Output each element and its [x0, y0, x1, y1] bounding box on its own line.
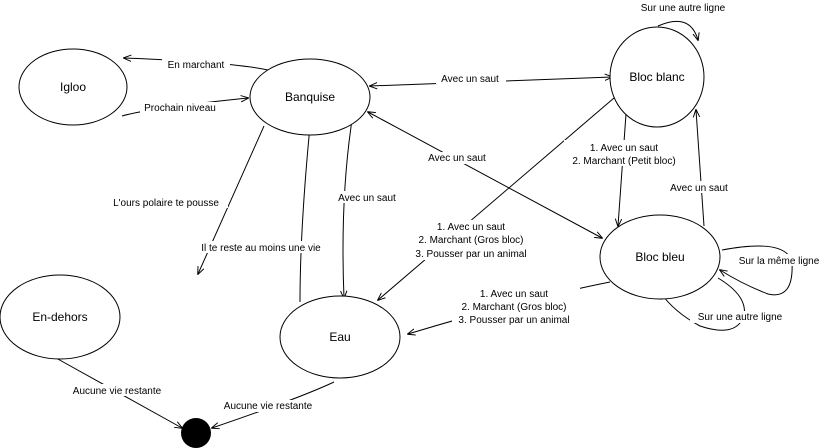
node-bloc-blanc[interactable]: Bloc blanc [609, 26, 705, 128]
edge-labels: En marchant Prochain niveau Avec un saut… [68, 2, 824, 412]
label-bloc-bleu-eau-1: 1. Avec un saut [480, 289, 548, 300]
label-bloc-bleu-self-same: Sur la même ligne [739, 256, 820, 267]
edge-bloc-bleu-bloc-blanc [696, 110, 705, 227]
node-eau[interactable]: Eau [279, 295, 401, 379]
edge-bloc-bleu-self-same [720, 245, 793, 296]
node-en-dehors-label: En-dehors [32, 310, 87, 324]
label-banquise-bloc-blanc: Avec un saut [441, 74, 499, 85]
label-bloc-blanc-bloc-bleu-1: 1. Avec un saut [590, 143, 658, 154]
node-banquise-label: Banquise [285, 90, 335, 104]
label-bloc-blanc-eau-2: 2. Marchant (Gros bloc) [418, 235, 523, 246]
edge-eau-banquise [299, 126, 310, 303]
label-banquise-igloo: En marchant [168, 60, 225, 71]
node-en-dehors[interactable]: En-dehors [0, 274, 121, 360]
label-banquise-en-dehors: L'ours polaire te pousse [113, 198, 219, 209]
label-bloc-blanc-bloc-bleu-2: 2. Marchant (Petit bloc) [572, 156, 675, 167]
label-eau-final: Aucune vie restante [224, 401, 313, 412]
edge-bloc-blanc-bloc-bleu [618, 113, 627, 226]
label-bloc-bleu-eau-2: 2. Marchant (Gros bloc) [461, 302, 566, 313]
node-igloo-label: Igloo [60, 80, 86, 94]
edge-banquise-bloc-bleu [368, 112, 602, 238]
label-banquise-bloc-bleu: Avec un saut [428, 153, 486, 164]
node-eau-label: Eau [329, 330, 350, 344]
node-banquise[interactable]: Banquise [249, 58, 371, 136]
final-state-dot [181, 418, 211, 448]
label-en-dehors-final: Aucune vie restante [73, 386, 162, 397]
node-bloc-bleu-label: Bloc bleu [635, 250, 684, 264]
edge-banquise-eau [343, 119, 353, 298]
nodes: Igloo Banquise Bloc blanc Bloc bleu En-d… [0, 26, 721, 448]
label-bloc-bleu-bloc-blanc: Avec un saut [670, 183, 728, 194]
edge-bloc-bleu-self-other [660, 277, 745, 331]
edges [55, 20, 793, 428]
label-banquise-eau: Avec un saut [338, 193, 396, 204]
label-bloc-blanc-eau-1: 1. Avec un saut [437, 222, 505, 233]
node-bloc-bleu[interactable]: Bloc bleu [599, 214, 721, 300]
label-bloc-bleu-eau-3: 3. Pousser par un animal [458, 315, 569, 326]
node-bloc-blanc-label: Bloc blanc [629, 70, 684, 84]
edge-bloc-blanc-eau [378, 97, 615, 300]
node-igloo[interactable]: Igloo [18, 48, 128, 126]
label-bloc-blanc-eau-3: 3. Pousser par un animal [415, 249, 526, 260]
label-bloc-bleu-self-other: Sur une autre ligne [698, 312, 783, 323]
label-bloc-blanc-self: Sur une autre ligne [641, 3, 726, 14]
edge-bloc-blanc-self [657, 20, 698, 40]
node-final-state[interactable] [181, 418, 211, 448]
label-igloo-banquise: Prochain niveau [144, 103, 216, 114]
label-eau-banquise: Il te reste au moins une vie [201, 243, 321, 254]
